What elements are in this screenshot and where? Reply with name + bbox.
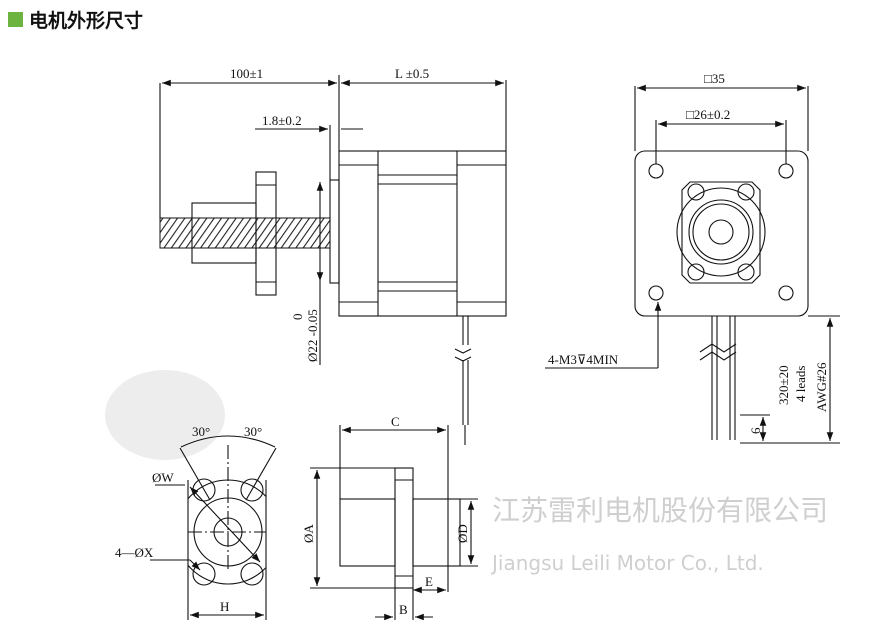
h-label: H [220, 599, 229, 614]
watermark-en: Jiangsu Leili Motor Co., Ltd. [490, 551, 764, 575]
hole-pitch-label: □26±0.2 [686, 107, 730, 122]
front-view: □35 □26±0.2 4-M3⊽4MIN 320±20 4 leads AWG… [545, 71, 840, 444]
watermark: 江苏雷利电机股份有限公司 Jiangsu Leili Motor Co., Lt… [105, 370, 828, 575]
watermark-cn: 江苏雷利电机股份有限公司 [492, 494, 828, 527]
side-view: 100±1 L ±0.5 1.8±0.2 Ø22 -0.05 0 [159, 66, 507, 445]
section-title: 电机外形尺寸 [29, 10, 144, 32]
d-label: ØD [455, 524, 470, 543]
b-label: B [399, 602, 408, 617]
frame-size-label: □35 [704, 71, 725, 86]
x-label: 4—ØX [115, 545, 154, 560]
a-label: ØA [301, 524, 316, 543]
w-label: ØW [152, 470, 174, 485]
pilot-depth-label: 1.8±0.2 [262, 113, 302, 128]
e-label: E [425, 574, 433, 589]
strip-label: 6 [748, 427, 763, 434]
lead-length-label: 320±20 [776, 365, 791, 405]
holes-label: 4-M3⊽4MIN [548, 352, 619, 367]
awg-label: AWG#26 [814, 362, 829, 412]
pilot-tol-label: 0 [290, 314, 305, 321]
body-length-label: L ±0.5 [395, 66, 429, 81]
angle1-label: 30° [192, 424, 210, 439]
angle2-label: 30° [244, 424, 262, 439]
section-header: 电机外形尺寸 [8, 6, 143, 33]
c-label: C [391, 414, 400, 429]
nut-side-view: C ØA ØD E B [301, 414, 478, 621]
green-square-icon [8, 12, 23, 27]
leads-label: 4 leads [793, 366, 808, 402]
watermark-logo [105, 370, 225, 460]
nut-front-view: ØW 4—ØX 30° 30° H [115, 424, 277, 620]
screw-length-label: 100±1 [230, 66, 263, 81]
pilot-dia-label: Ø22 -0.05 [305, 309, 320, 362]
